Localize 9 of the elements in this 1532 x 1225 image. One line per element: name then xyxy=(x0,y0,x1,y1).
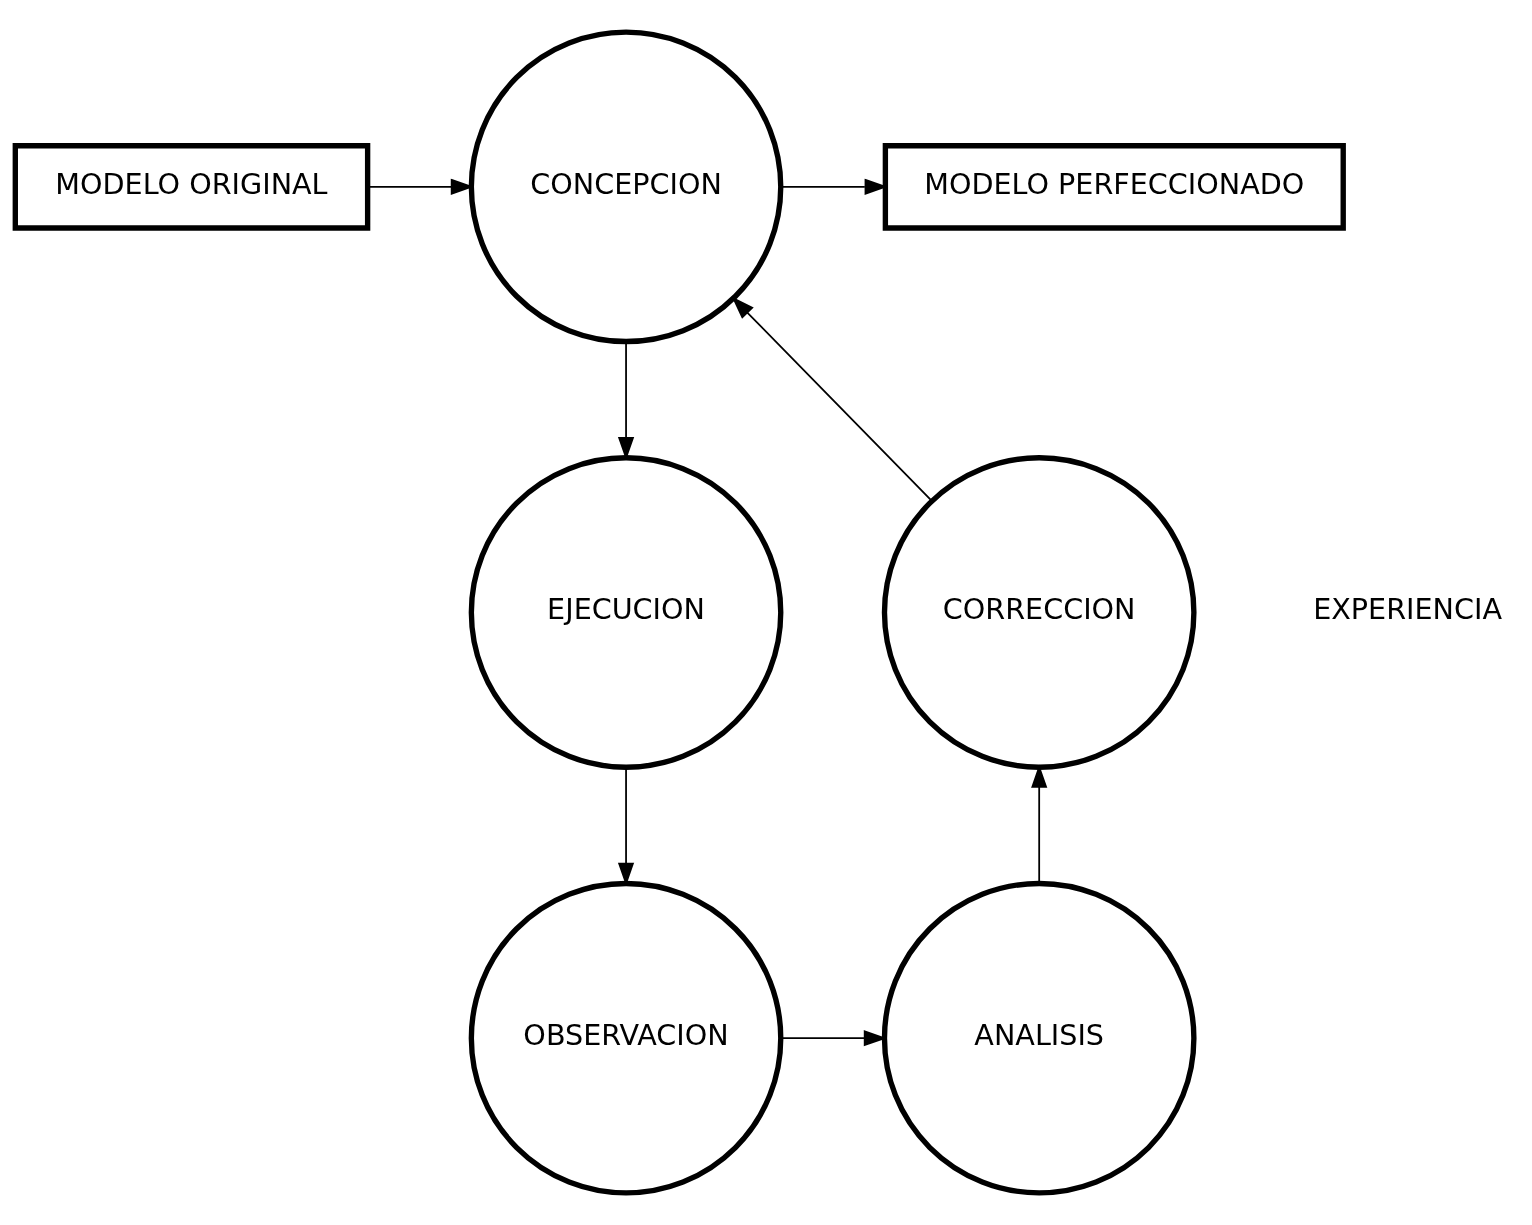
node-circle: EJECUCION xyxy=(468,455,784,770)
node-circle: CONCEPCION xyxy=(468,29,784,345)
node-box: MODELO ORIGINAL xyxy=(12,143,371,231)
arrow xyxy=(731,296,933,502)
node-circle: OBSERVACION xyxy=(468,880,784,1196)
node-box: MODELO PERFECCIONADO xyxy=(882,143,1346,231)
node-circle: CORRECCION xyxy=(881,455,1197,770)
node-circle: ANALISIS xyxy=(881,880,1197,1196)
label: EXPERIENCIA xyxy=(1313,592,1502,627)
